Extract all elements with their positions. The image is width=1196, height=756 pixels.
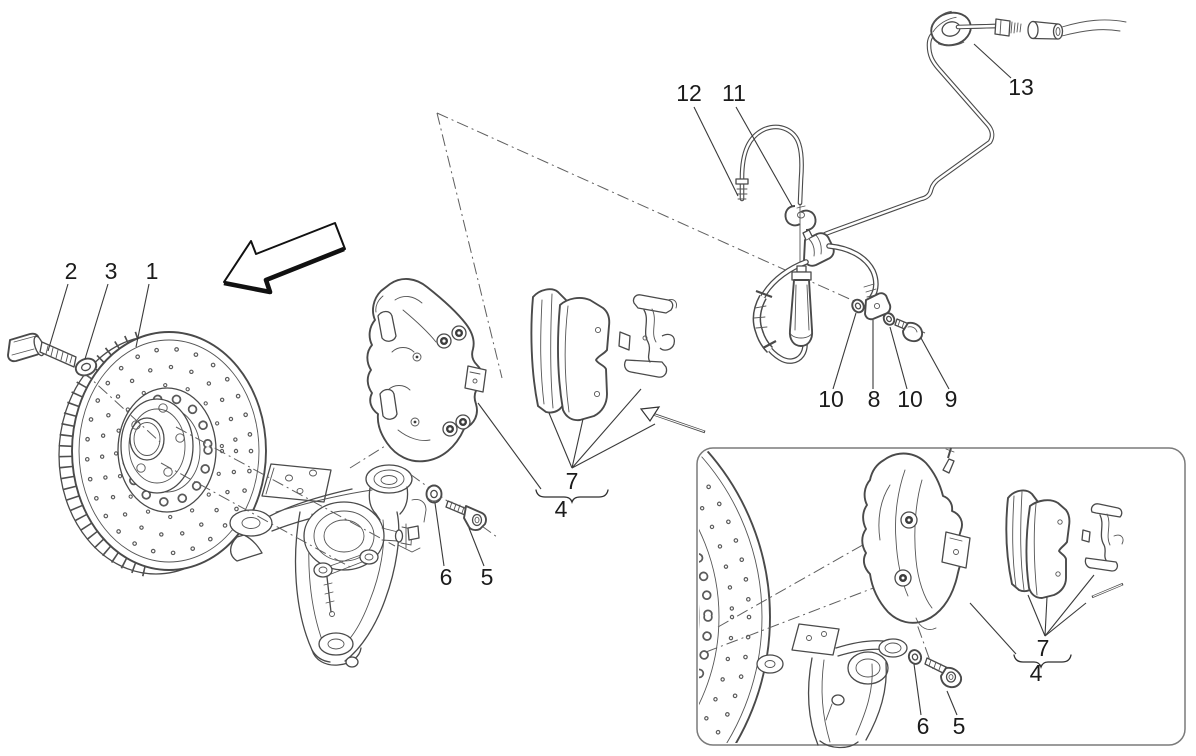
inset-callout-4: 4: [1030, 660, 1043, 686]
pad-retaining-pin: [639, 406, 706, 434]
direction-arrow: [223, 222, 346, 295]
pipe-clip-11: [784, 205, 817, 231]
pipe-fitting-12: [735, 124, 804, 206]
inset-group-brace: [1013, 654, 1072, 670]
seal-washer-b: [882, 312, 896, 326]
inset-bolt: [924, 657, 963, 689]
callout-3: 3: [105, 258, 118, 284]
inset-callout-7: 7: [1037, 635, 1050, 661]
callout-11: 11: [722, 80, 746, 106]
inset-spring-clip: [1081, 503, 1124, 572]
seal-washer-a: [851, 298, 865, 314]
caliper-washer: [425, 484, 443, 504]
group-brace: [535, 489, 609, 505]
inset-labels: 7 4 6 5: [917, 635, 1050, 739]
inset-pads: [1005, 489, 1071, 599]
inset-disc: [699, 450, 771, 743]
callout-1: 1: [146, 258, 159, 284]
brake-pads: [530, 288, 611, 422]
callout-12: 12: [676, 80, 702, 106]
callout-10b: 10: [897, 386, 923, 412]
callout-4: 4: [555, 496, 568, 522]
banjo-block: [864, 292, 892, 321]
inset-pin: [1091, 582, 1124, 599]
callout-8: 8: [868, 386, 881, 412]
hose-union: [802, 229, 835, 267]
pin-arrowhead: [639, 406, 661, 423]
inset-caliper: [861, 447, 971, 630]
inset-leaders: [913, 574, 1095, 716]
leader-lines: [47, 43, 1012, 567]
disc-bolt: [7, 332, 77, 368]
callout-labels: 2 3 1 12 11 13 10 8 10 9 7 4 6 5: [65, 74, 1034, 590]
pad-spring-clip: [618, 294, 677, 378]
wear-sensor-connector: [788, 265, 814, 347]
inset-washer: [907, 649, 923, 665]
wheel-knuckle: [229, 463, 427, 668]
callout-6: 6: [440, 564, 453, 590]
banjo-bolt: [894, 318, 924, 343]
callout-13: 13: [1008, 74, 1034, 100]
callout-10a: 10: [818, 386, 844, 412]
callout-9: 9: [945, 386, 958, 412]
flexible-hose: [752, 243, 879, 364]
disc-washer: [74, 357, 98, 377]
caliper-bolt-bosses: [436, 325, 471, 437]
inset-callout-6: 6: [917, 713, 930, 739]
brake-caliper: [366, 278, 487, 463]
pipe-end-fitting: [955, 18, 1127, 40]
callout-2: 2: [65, 258, 78, 284]
brake-pipe: [809, 23, 999, 246]
inset-knuckle: [756, 623, 908, 749]
caliper-bolt: [445, 500, 487, 531]
callout-5: 5: [481, 564, 494, 590]
inset-callout-5: 5: [953, 713, 966, 739]
callout-7: 7: [566, 468, 579, 494]
inset-box: 7 4 6 5: [696, 447, 1186, 749]
